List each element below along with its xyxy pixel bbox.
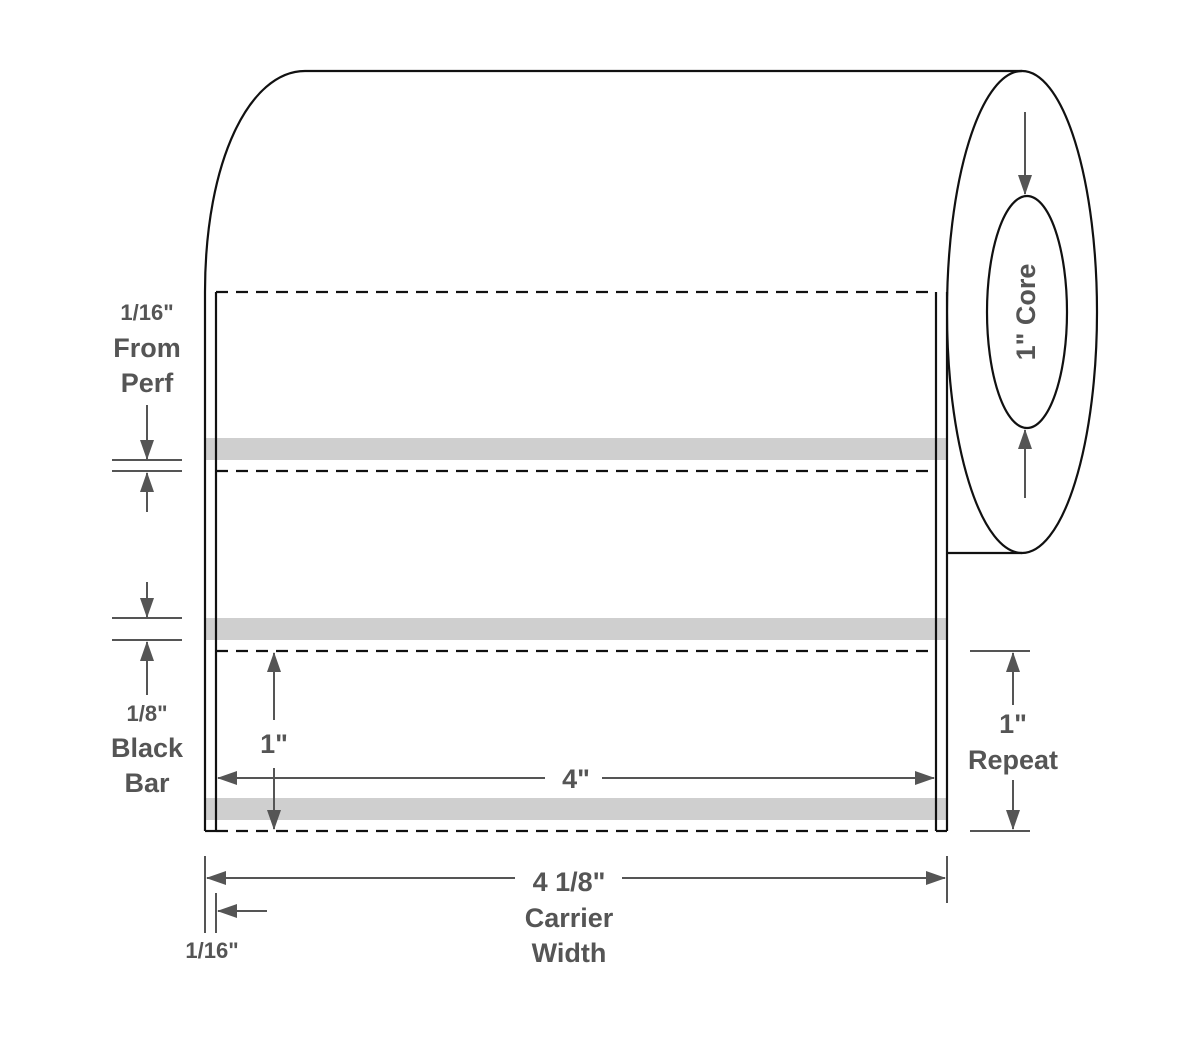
core-label: 1" Core <box>1011 264 1041 361</box>
repeat-label: Repeat <box>968 745 1058 775</box>
black-bar-value: 1/8" <box>126 701 167 726</box>
perf-offset-label: From <box>113 333 181 363</box>
black-bar <box>205 618 947 640</box>
label-width: 4" <box>562 764 590 794</box>
black-bar-label: Bar <box>124 768 170 798</box>
carrier-width-value: 4 1/8" <box>533 867 606 897</box>
black-bar <box>205 438 947 460</box>
dimension-lines <box>112 112 1032 933</box>
black-bar-label: Black <box>111 733 184 763</box>
edge-offset: 1/16" <box>185 938 238 963</box>
black-bar <box>205 798 947 820</box>
label-height: 1" <box>260 729 288 759</box>
carrier-width-label: Width <box>532 938 607 968</box>
perf-offset-label: Perf <box>121 368 175 398</box>
perf-offset-value: 1/16" <box>120 300 173 325</box>
repeat-value: 1" <box>999 709 1027 739</box>
label-strip <box>203 290 949 833</box>
carrier-width-label: Carrier <box>525 903 614 933</box>
core <box>985 194 1069 430</box>
